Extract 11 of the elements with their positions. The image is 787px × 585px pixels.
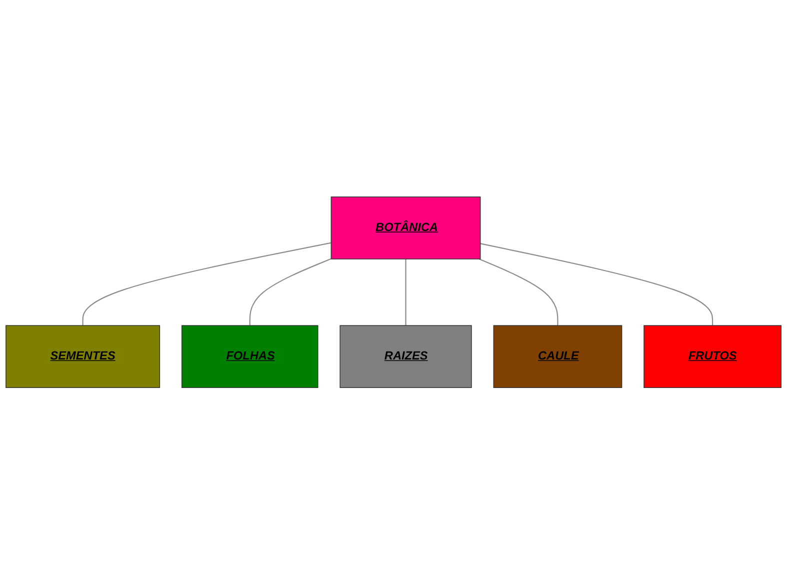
connector xyxy=(478,258,558,326)
connector xyxy=(249,258,332,326)
connector xyxy=(480,243,714,326)
node-box: RAIZES xyxy=(340,325,472,388)
connector xyxy=(82,242,332,326)
node-box: FRUTOS xyxy=(644,325,782,388)
connector xyxy=(405,259,406,326)
node-box: CAULE xyxy=(493,325,622,388)
node-box: FOLHAS xyxy=(182,325,318,388)
node-box: SEMENTES xyxy=(6,325,160,388)
node-box: BOTÂNICA xyxy=(330,196,481,260)
